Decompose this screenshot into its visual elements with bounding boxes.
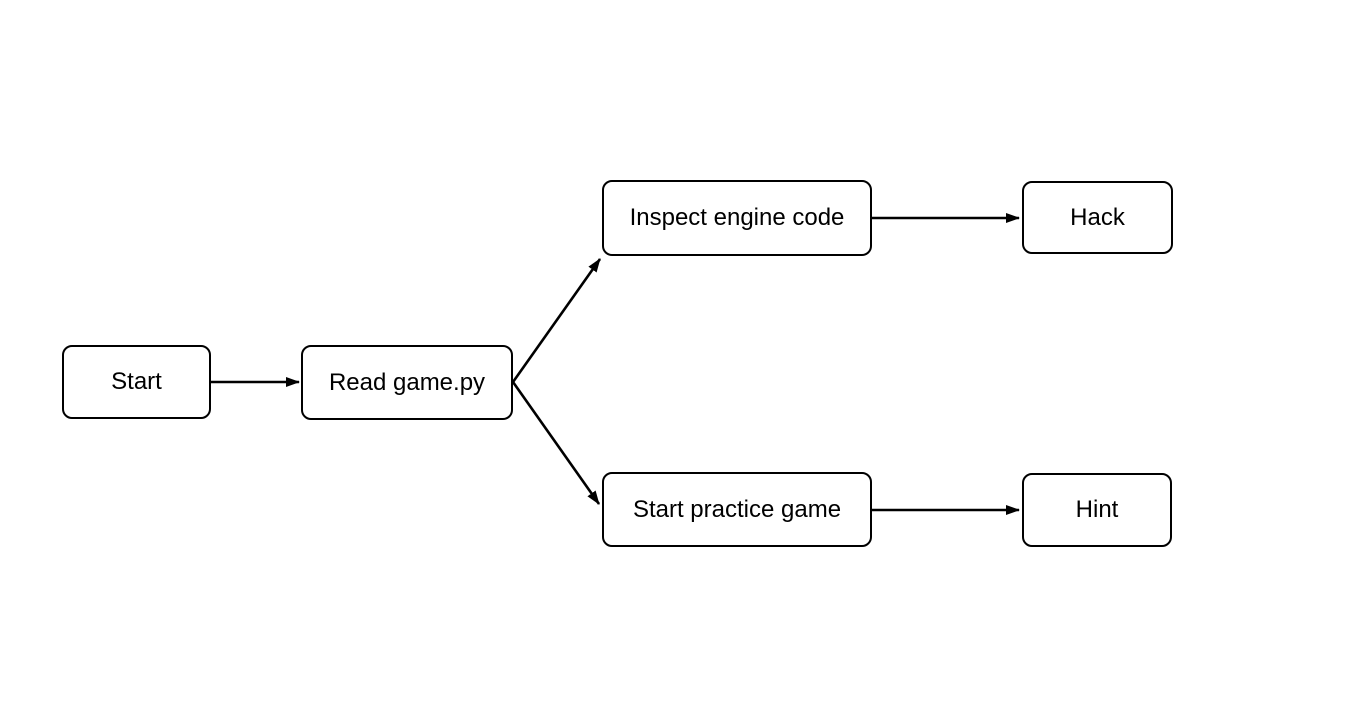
node-start-label: Start [111, 368, 162, 395]
node-start: Start [62, 345, 211, 419]
node-inspect-engine-code: Inspect engine code [602, 180, 872, 256]
node-hint-label: Hint [1075, 496, 1119, 523]
node-inspect-engine-code-label: Inspect engine code [629, 204, 845, 231]
node-start-practice-game-label: Start practice game [632, 495, 842, 523]
node-hint: Hint [1022, 473, 1172, 547]
edge-read-to-inspect [511, 258, 602, 383]
edge-read-to-practice [511, 381, 601, 505]
node-read-game-py: Read game.py [301, 345, 513, 420]
node-start-practice-game: Start practice game [602, 472, 872, 547]
node-hack-label: Hack [1070, 203, 1125, 231]
node-read-game-py-label: Read game.py [328, 368, 486, 396]
node-hack: Hack [1022, 181, 1173, 254]
